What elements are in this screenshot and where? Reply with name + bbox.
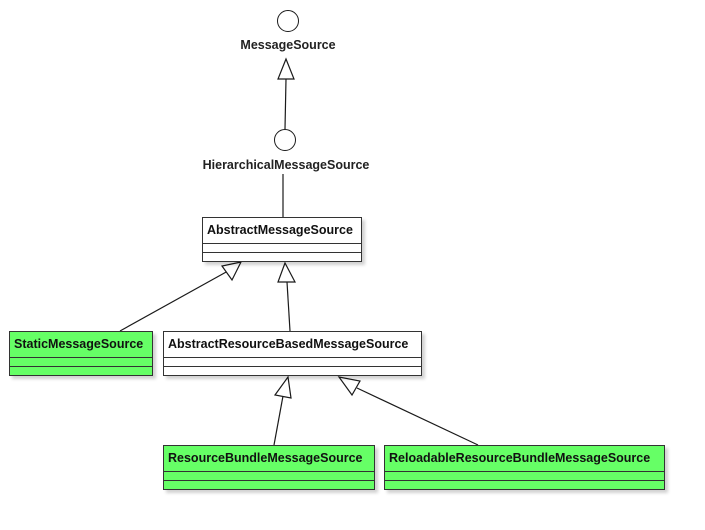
generalization-arrowhead [337,376,361,397]
operations-compartment [164,367,421,375]
generalization-arrowhead [220,261,243,282]
attributes-compartment [164,358,421,367]
attributes-compartment [164,472,374,481]
operations-compartment [10,367,152,375]
class-name: ResourceBundleMessageSource [164,446,374,472]
messagesource-interface-icon [277,10,299,32]
class-name: AbstractMessageSource [203,218,361,244]
attributes-compartment [385,472,664,481]
operations-compartment [385,481,664,489]
operations-compartment [203,253,361,261]
generalization-arrowhead [277,57,295,80]
attributes-compartment [10,358,152,367]
generalization-arrowhead [273,375,292,399]
class-name: StaticMessageSource [10,332,152,358]
hierarchicalmessagesource-interface-label: HierarchicalMessageSource [202,158,370,172]
link-resourcebundle-to-resourcebased [273,395,284,446]
link-static-to-abstract [119,270,229,332]
messagesource-interface-label: MessageSource [240,38,336,52]
attributes-compartment [203,244,361,253]
link-reloadable-to-resourcebased [356,387,479,446]
class-name: AbstractResourceBasedMessageSource [164,332,421,358]
abstractmessagesource-class: AbstractMessageSource [202,217,362,262]
generalization-arrowhead [277,261,296,283]
staticmessagesource-class: StaticMessageSource [9,331,153,376]
resourcebundlemessagesource-class: ResourceBundleMessageSource [163,445,375,490]
operations-compartment [164,481,374,489]
link-resourcebased-to-abstract [286,281,291,332]
reloadableresourcebundlemessagesource-class: ReloadableResourceBundleMessageSource [384,445,665,490]
abstractresourcebasedmessagesource-class: AbstractResourceBasedMessageSource [163,331,422,376]
class-name: ReloadableResourceBundleMessageSource [385,446,664,472]
link-hierarchical-to-messagesource [284,78,287,130]
hierarchicalmessagesource-interface-icon [274,129,296,151]
